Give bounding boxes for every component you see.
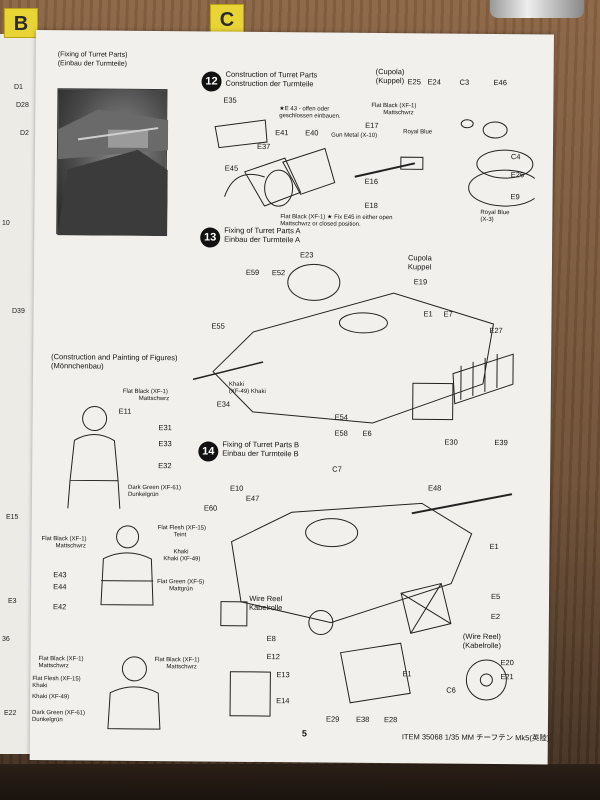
part-label: E43 bbox=[53, 570, 67, 580]
step-14-title: Fixing of Turret Parts B Einbau der Turm… bbox=[222, 439, 300, 459]
page-number: 5 bbox=[301, 728, 307, 739]
paint-note: Flat Flesh (XF-15) Khaki bbox=[32, 675, 81, 690]
part-label: E24 bbox=[427, 77, 441, 87]
part-label: E25 bbox=[407, 77, 421, 87]
paint-note: Khaki Khaki (XF-49) bbox=[163, 549, 201, 563]
desk-shadow bbox=[0, 764, 600, 800]
left-label: D2 bbox=[20, 130, 29, 137]
step-12-drawing bbox=[214, 119, 536, 207]
left-label: D39 bbox=[12, 308, 25, 315]
figures-caption: (Construction and Painting of Figures) (… bbox=[51, 352, 178, 371]
paint-note: Khaki (XF-49) bbox=[32, 693, 70, 701]
paint-note: Flat Black (XF-1) Mattschwrz bbox=[41, 536, 87, 550]
left-label: E22 bbox=[4, 710, 17, 717]
step-14-badge: 14 bbox=[198, 441, 219, 462]
instruction-page: (Fixing of Turret Parts) (Einbau der Tur… bbox=[29, 30, 554, 765]
reference-photo bbox=[56, 88, 169, 237]
part-label: E32 bbox=[158, 461, 172, 471]
left-label: 36 bbox=[2, 636, 10, 643]
photo-drawing bbox=[57, 109, 169, 237]
sticky-note-c: C bbox=[210, 4, 244, 34]
step-13-badge: 13 bbox=[200, 227, 221, 248]
part-label: E46 bbox=[493, 77, 507, 88]
figure-3-drawing bbox=[107, 656, 161, 730]
cupola-caption: (Cupola) (Kuppel) bbox=[375, 66, 405, 86]
left-label: D28 bbox=[16, 102, 29, 109]
left-label: E15 bbox=[6, 514, 19, 521]
paint-note: Flat Flesh (XF-15) Teint bbox=[157, 525, 207, 539]
left-label: E3 bbox=[8, 598, 17, 605]
paint-note: Dark Green (XF-61) Dunkelgrün bbox=[31, 709, 86, 724]
step-12-badge: 12 bbox=[201, 71, 222, 92]
paint-note: Flat Green (XF-5) Mattgrün bbox=[157, 579, 205, 593]
left-label: 10 bbox=[2, 220, 10, 227]
part-label: C3 bbox=[459, 77, 470, 87]
part-label: E44 bbox=[53, 582, 67, 592]
figure-2-drawing bbox=[100, 525, 154, 606]
step-13-drawing bbox=[192, 263, 514, 424]
sticky-note-b: B bbox=[4, 8, 38, 38]
paint-note: Flat Black (XF-1) Mattschwrz bbox=[38, 656, 84, 670]
part-label: E42 bbox=[52, 602, 67, 612]
figure-1-drawing bbox=[67, 406, 121, 509]
part-label: E33 bbox=[158, 439, 172, 449]
part-label: E31 bbox=[158, 423, 172, 433]
paint-note: Dark Green (XF-61) Dunkelgrün bbox=[127, 484, 182, 499]
paint-bottle bbox=[490, 0, 584, 18]
step-13-title: Fixing of Turret Parts A Einbau der Turm… bbox=[224, 225, 301, 245]
item-footer: ITEM 35068 1/35 MM チーフテン Mk5(英陸) bbox=[401, 732, 550, 743]
left-label: D1 bbox=[14, 84, 23, 91]
step-14-drawing bbox=[220, 493, 513, 717]
photo-caption: (Fixing of Turret Parts) (Einbau der Tur… bbox=[57, 51, 128, 68]
step-12-title: Construction of Turret Parts Constructio… bbox=[225, 69, 318, 89]
